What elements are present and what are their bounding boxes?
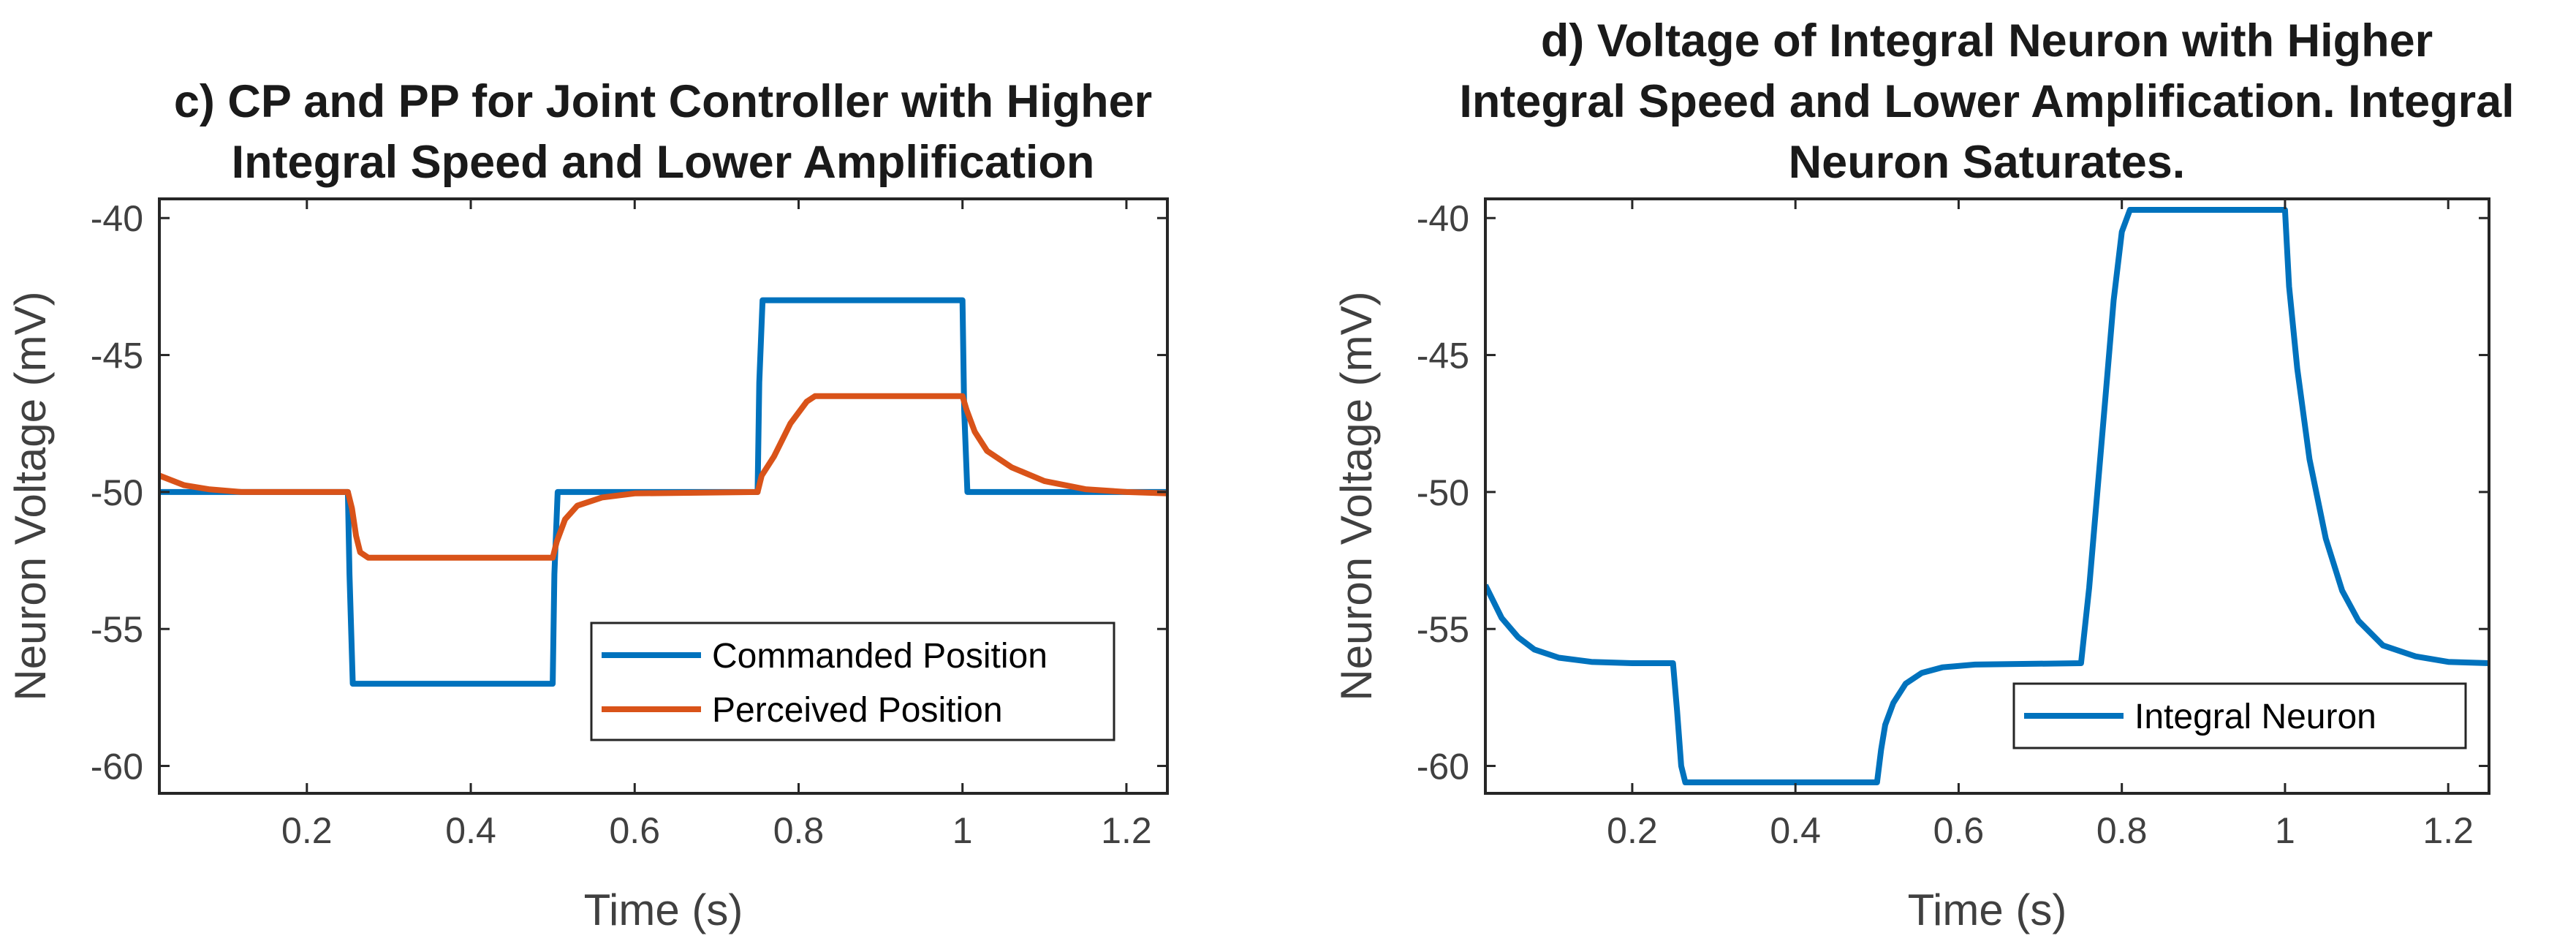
y-tick-label: -60 [91,747,143,787]
y-tick-label: -40 [91,198,143,239]
y-tick-label: -40 [1417,198,1469,239]
chart-title-line: Integral Speed and Lower Amplification. … [1459,76,2514,127]
chart-title-line: d) Voltage of Integral Neuron with Highe… [1541,15,2433,67]
y-tick-label: -50 [1417,472,1469,513]
x-axis-label: Time (s) [1908,885,2067,934]
legend-box [590,622,1115,741]
x-tick-label: 1 [952,810,973,851]
x-tick-label: 1.2 [1101,810,1152,851]
y-tick-label: -60 [1417,747,1469,787]
x-tick-label: 1.2 [2422,810,2474,851]
y-tick-label: -55 [1417,609,1469,650]
y-axis-label: Neuron Voltage (mV) [1332,291,1381,700]
legend-entry-label: Perceived Position [712,691,1003,730]
axes-frame [158,197,1169,795]
chart-title-line: c) CP and PP for Joint Controller with H… [174,76,1152,127]
chart-panel-d: d) Voltage of Integral Neuron with Highe… [1332,15,2515,934]
y-tick-label: -45 [1417,336,1469,377]
y-tick-label: -50 [91,472,143,513]
legend: Integral Neuron [2012,682,2467,749]
legend-entry-label: Commanded Position [712,637,1048,676]
x-tick-label: 1 [2275,810,2295,851]
y-tick-label: -55 [91,609,143,650]
chart-title-line: Integral Speed and Lower Amplification [232,137,1095,188]
y-tick-label: -45 [91,336,143,377]
chart-panel-c: c) CP and PP for Joint Controller with H… [6,76,1169,934]
x-tick-label: 0.2 [1607,810,1658,851]
x-tick-label: 0.6 [1933,810,1985,851]
axes-frame [1484,197,2490,795]
x-tick-label: 0.8 [2096,810,2148,851]
legend-entry-label: Integral Neuron [2134,698,2376,736]
x-tick-label: 0.2 [281,810,333,851]
x-tick-label: 0.8 [773,810,825,851]
y-axis-label: Neuron Voltage (mV) [6,291,55,700]
x-tick-label: 0.4 [1770,810,1821,851]
x-tick-label: 0.4 [445,810,496,851]
series-line-perceived-position [159,393,1167,561]
series-line-integral-neuron [1485,207,2489,785]
chart-title-line: Neuron Saturates. [1789,137,2186,188]
x-axis-label: Time (s) [584,885,743,934]
x-tick-label: 0.6 [610,810,661,851]
